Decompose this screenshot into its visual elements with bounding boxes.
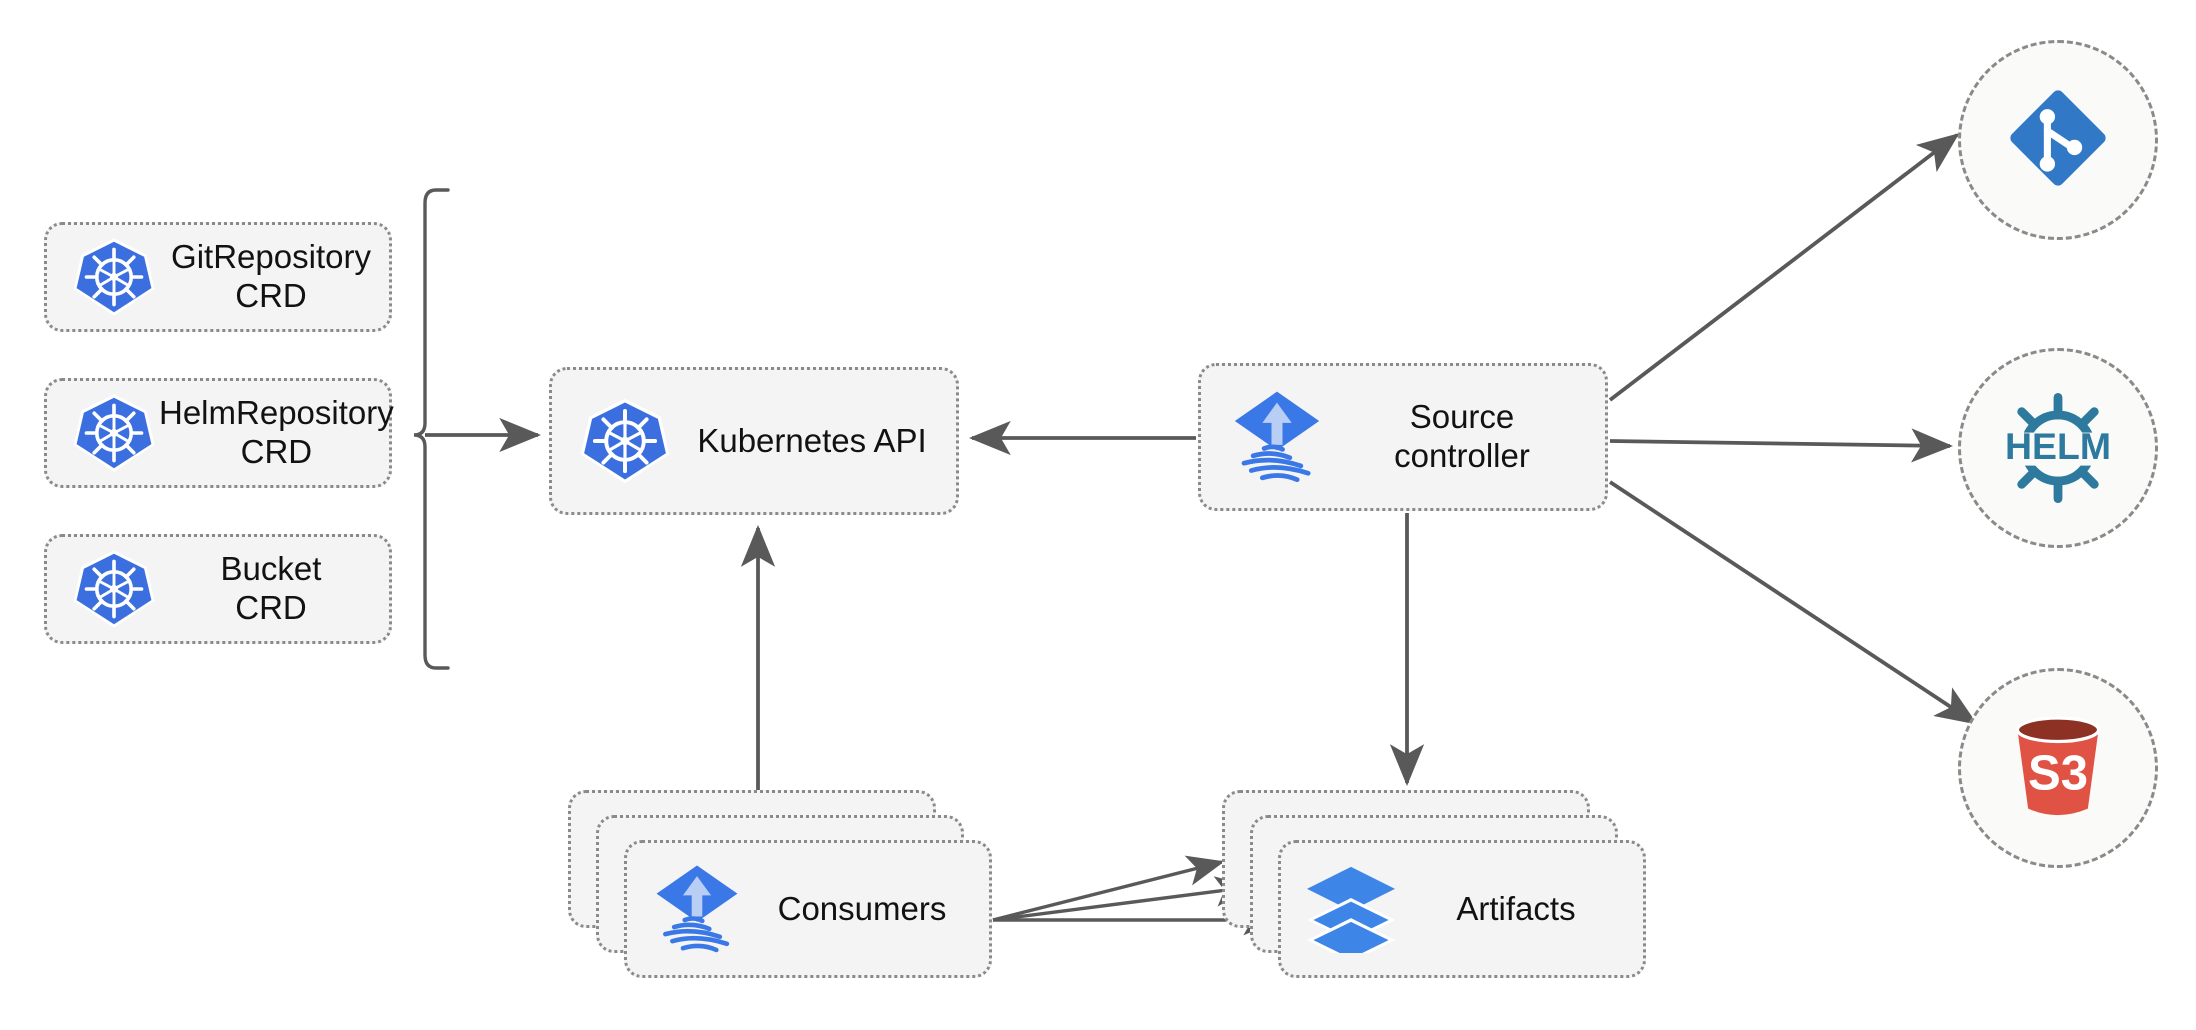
s3-bucket-icon: S3 bbox=[1994, 702, 2122, 835]
layers-icon bbox=[1305, 859, 1397, 959]
crd-box-helmrepository[interactable]: HelmRepository CRD bbox=[44, 378, 394, 488]
crd-group-bracket bbox=[413, 188, 450, 670]
helm-wordmark: HELM bbox=[2005, 425, 2111, 467]
node-label: Kubernetes API bbox=[697, 421, 927, 459]
kubernetes-icon bbox=[69, 388, 159, 478]
crd-label: Bucket CRD bbox=[220, 550, 322, 626]
node-label: Source controller bbox=[1394, 398, 1530, 474]
external-source-git[interactable] bbox=[1958, 40, 2158, 240]
flux-icon bbox=[651, 859, 743, 959]
s3-wordmark: S3 bbox=[2028, 746, 2088, 800]
git-icon bbox=[1999, 79, 2117, 202]
kubernetes-icon bbox=[69, 544, 159, 634]
flux-icon bbox=[1229, 387, 1325, 487]
node-source-controller[interactable]: Source controller bbox=[1198, 363, 1608, 511]
node-kubernetes-api[interactable]: Kubernetes API bbox=[549, 367, 959, 515]
edge-source-controller-to-s3 bbox=[1608, 480, 1978, 725]
external-source-s3[interactable]: S3 bbox=[1958, 668, 2158, 868]
node-label: Artifacts bbox=[1456, 890, 1576, 927]
stack-sheet-front[interactable]: Consumers bbox=[624, 840, 992, 978]
node-label: Consumers bbox=[777, 890, 947, 927]
helm-icon: HELM bbox=[1992, 382, 2124, 514]
external-source-helm[interactable]: HELM bbox=[1958, 348, 2158, 548]
crd-box-gitrepository[interactable]: GitRepository CRD bbox=[44, 222, 392, 332]
crd-box-bucket[interactable]: Bucket CRD bbox=[44, 534, 392, 644]
kubernetes-icon bbox=[69, 232, 159, 322]
edge-source-controller-to-git bbox=[1608, 133, 1960, 402]
kubernetes-icon bbox=[576, 392, 674, 490]
edge-consumers-to-artifacts-2 bbox=[992, 876, 1253, 922]
edge-consumers-to-artifacts-1 bbox=[992, 855, 1225, 922]
stack-sheet-front[interactable]: Artifacts bbox=[1278, 840, 1646, 978]
crd-label: GitRepository CRD bbox=[171, 238, 371, 314]
edge-source-controller-to-helm bbox=[1609, 428, 1954, 463]
crd-label: HelmRepository CRD bbox=[159, 394, 394, 470]
